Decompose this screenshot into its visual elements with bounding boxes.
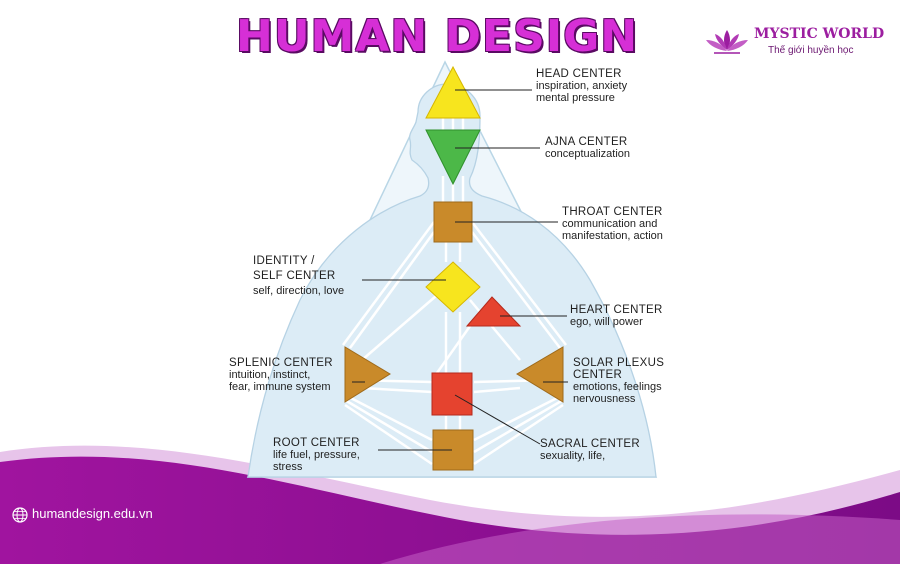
ajna-center-desc-1: conceptualization: [545, 148, 631, 160]
throat-center-label: THROAT CENTER communication and manifest…: [562, 206, 663, 242]
identity-center-label: IDENTITY / SELF CENTER self, direction, …: [253, 255, 344, 297]
heart-center-title: HEART CENTER: [570, 304, 663, 316]
ajna-center-title: AJNA CENTER: [545, 136, 628, 148]
root-center-label: ROOT CENTER life fuel, pressure, stress: [273, 437, 360, 473]
sacral-center-title: SACRAL CENTER: [540, 438, 640, 450]
solar-plexus-center-title-2: CENTER: [573, 369, 623, 381]
throat-center-desc-2: manifestation, action: [562, 230, 663, 242]
splenic-center-label: SPLENIC CENTER intuition, instinct, fear…: [229, 357, 333, 393]
leader-lines: [352, 89, 568, 451]
identity-center-title-1: IDENTITY /: [253, 255, 315, 267]
head-center-desc-1: inspiration, anxiety: [536, 80, 628, 92]
throat-center-title: THROAT CENTER: [562, 206, 663, 218]
root-center-title: ROOT CENTER: [273, 437, 360, 449]
root-center-desc-2: stress: [273, 461, 303, 473]
head-center-label: HEAD CENTER inspiration, anxiety mental …: [536, 68, 627, 104]
ajna-center-label: AJNA CENTER conceptualization: [545, 136, 630, 160]
brand-name: MYSTIC WORLD: [754, 26, 885, 42]
identity-center-desc-1: self, direction, love: [253, 285, 345, 297]
identity-center-title-2: SELF CENTER: [253, 270, 336, 282]
splenic-center-shape: [344, 346, 391, 403]
splenic-center-desc-1: intuition, instinct,: [229, 369, 311, 381]
solar-plexus-center-title-1: SOLAR PLEXUS: [573, 357, 665, 369]
sacral-center-desc-1: sexuality, life,: [540, 450, 606, 462]
head-center-title: HEAD CENTER: [536, 68, 622, 80]
sacral-center-shape: [431, 372, 473, 416]
splenic-center-desc-2: fear, immune system: [229, 381, 331, 393]
splenic-center-title: SPLENIC CENTER: [229, 357, 333, 369]
sacral-center-label: SACRAL CENTER sexuality, life,: [540, 438, 640, 462]
ajna-center-shape: [425, 129, 481, 186]
head-center-shape: [425, 65, 481, 119]
head-center-desc-2: mental pressure: [536, 92, 615, 104]
wave-accent: [380, 514, 900, 564]
lotus-icon: [706, 30, 748, 54]
solar-plexus-center-shape: [516, 346, 564, 403]
brand-tagline: Thế giới huyền học: [768, 45, 854, 56]
identity-center-shape: [425, 261, 481, 313]
footer-website[interactable]: humandesign.edu.vn: [12, 506, 153, 523]
solar-plexus-center-label: SOLAR PLEXUS CENTER emotions, feelings n…: [573, 357, 664, 405]
solar-plexus-center-desc-2: nervousness: [573, 393, 636, 405]
channels: [341, 118, 567, 466]
throat-center-desc-1: communication and: [562, 218, 658, 230]
heart-center-shape: [465, 296, 522, 327]
heart-center-label: HEART CENTER ego, will power: [570, 304, 663, 328]
globe-icon: [12, 506, 28, 523]
root-center-desc-1: life fuel, pressure,: [273, 449, 360, 461]
solar-plexus-center-desc-1: emotions, feelings: [573, 381, 662, 393]
footer-website-text: humandesign.edu.vn: [32, 506, 153, 521]
heart-center-desc-1: ego, will power: [570, 316, 643, 328]
brand-logo-block: MYSTIC WORLD Thế giới huyền học: [704, 24, 884, 64]
page-title: HUMAN DESIGN: [236, 11, 639, 62]
